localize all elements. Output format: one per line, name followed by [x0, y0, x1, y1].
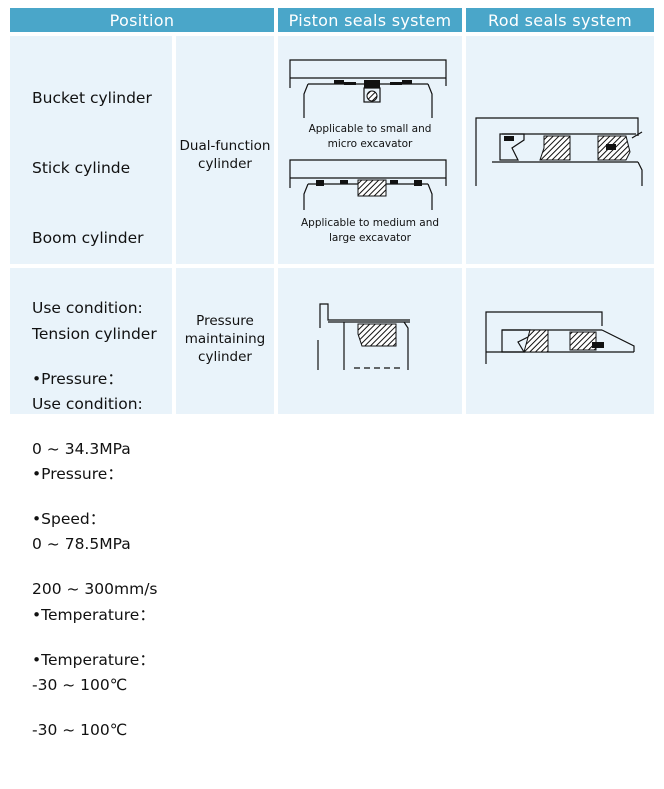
seal-mark: [402, 80, 412, 84]
wiper-seal: [499, 133, 525, 161]
seal-mark: [390, 180, 398, 184]
diagram-line: [303, 83, 309, 118]
diagram-line: [427, 83, 433, 118]
row1-position-cell: [10, 36, 172, 264]
caption-small-excavator: Applicable to small and micro excavator: [280, 122, 460, 152]
type-line: cylinder: [198, 156, 252, 172]
header-position: Position: [10, 8, 274, 32]
piston-seal-diagram-small: [289, 59, 447, 118]
line: Tension cylinder: [32, 324, 157, 343]
seal-mark: [344, 82, 356, 85]
diagram-line: [637, 161, 643, 186]
row1-piston-cell: [278, 36, 462, 264]
line: •Pressure：: [32, 369, 123, 388]
row2-cylinder-type: Pressure maintaining cylinder: [176, 312, 274, 366]
seal-mark: [390, 82, 402, 85]
diagram-line: [601, 329, 635, 352]
row2-type-cell: [176, 268, 274, 414]
seal-mark: [366, 90, 378, 102]
piston-seal-diagram-pressure: [317, 303, 410, 370]
seal-application-table: Position Piston seals system Rod seals s…: [10, 8, 654, 739]
type-line: maintaining: [184, 331, 266, 347]
diagram-line: [427, 183, 433, 210]
line: -30 ~ 100℃: [32, 675, 128, 694]
caption-medium-excavator: Applicable to medium and large excavator: [280, 216, 460, 246]
piston-seal-diagram-medium: [289, 159, 447, 210]
line: Boom cylinder: [32, 229, 144, 248]
row2-position-text: Tension cylinder Use condition: •Pressur…: [32, 276, 157, 744]
seal-mark: [340, 180, 348, 184]
type-line: cylinder: [198, 349, 252, 365]
rod-seal: [569, 331, 597, 351]
seal-mark: [606, 144, 616, 150]
line: 0 ~ 78.5MPa: [32, 535, 131, 554]
diagram-line: [289, 159, 447, 188]
buffer-seal: [539, 135, 571, 161]
seal-mark: [504, 136, 514, 141]
diagram-line: [289, 59, 447, 88]
line: •Temperature：: [32, 605, 155, 624]
caption-line: Applicable to small and: [308, 123, 432, 135]
header-piston-seals: Piston seals system: [278, 8, 462, 32]
row1-type-cell: [176, 36, 274, 264]
type-line: Dual-function: [179, 138, 271, 154]
diagram-line: [485, 311, 603, 364]
row1-cylinder-type: Dual-function cylinder: [176, 137, 274, 173]
rod-seal-diagram-dual: [475, 117, 643, 186]
type-line: Pressure: [196, 313, 254, 329]
caption-line: micro excavator: [327, 138, 413, 150]
line: Use condition:: [32, 395, 143, 414]
diagram-line: [403, 321, 409, 370]
diagram-line: [631, 131, 643, 139]
caption-line: Applicable to medium and: [300, 217, 440, 229]
line: Use condition:: [32, 299, 143, 318]
line: Stick cylinde: [32, 159, 131, 178]
line: Bucket cylinder: [32, 88, 152, 107]
seal-mark: [414, 180, 422, 186]
pressure-seal: [357, 323, 397, 347]
header-rod-seals: Rod seals system: [466, 8, 654, 32]
seal-mark: [334, 80, 344, 84]
seal-mark: [364, 80, 380, 88]
diagram-line: [475, 117, 639, 186]
seal-mark: [357, 179, 387, 197]
diagram-line: [303, 183, 309, 210]
line: •Pressure：: [32, 465, 123, 484]
seal-mark: [316, 180, 324, 186]
diagram-line: [319, 303, 410, 328]
seal-mark: [363, 87, 381, 103]
seal-mark: [592, 342, 604, 348]
row2-position-cell: [10, 268, 172, 414]
seal-body: [523, 329, 549, 353]
rod-seal-diagram-pressure: [485, 311, 635, 364]
caption-line: large excavator: [329, 232, 411, 244]
